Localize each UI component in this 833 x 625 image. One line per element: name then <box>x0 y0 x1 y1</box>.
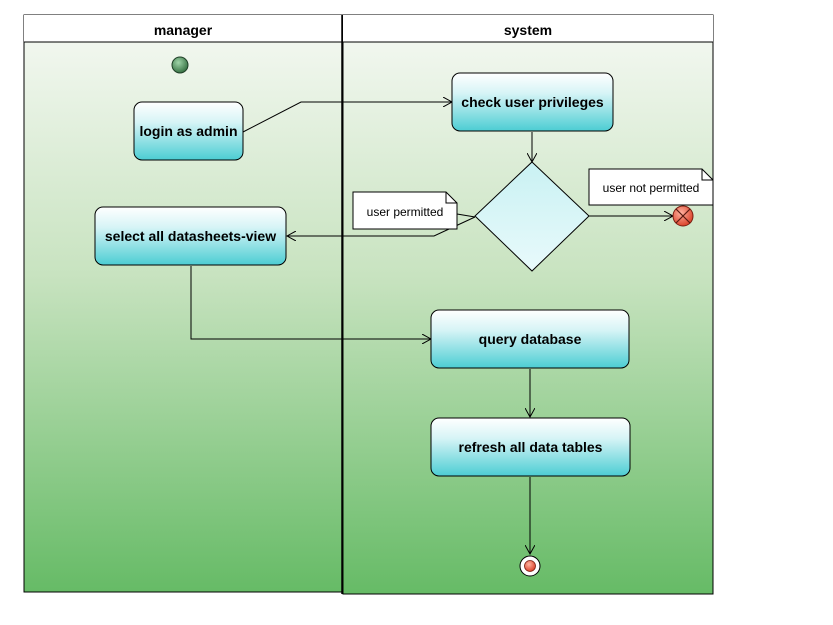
lane-manager-title: manager <box>154 22 213 38</box>
activity-refresh-data-tables[interactable]: refresh all data tables <box>430 417 631 477</box>
activity-check-user-privileges[interactable]: check user privileges <box>451 72 614 132</box>
activity-query-label: query database <box>479 331 582 347</box>
flow-final-node <box>672 205 694 227</box>
activity-refresh-label: refresh all data tables <box>459 439 603 455</box>
activity-check-label: check user privileges <box>461 94 604 110</box>
activity-select-label: select all datasheets-view <box>105 228 276 244</box>
flow-decision-to-select <box>287 216 476 236</box>
lane-system-title: system <box>504 22 552 38</box>
note-user-not-permitted: user not permitted <box>588 168 714 206</box>
note-user-permitted-text: user permitted <box>367 205 444 219</box>
flow-login-to-check <box>242 102 452 133</box>
activity-login-as-admin[interactable]: login as admin <box>133 101 244 161</box>
activity-final-node <box>519 555 541 577</box>
note-user-not-permitted-text: user not permitted <box>603 181 700 195</box>
note-user-permitted: user permitted <box>352 191 458 230</box>
flow-select-to-query <box>190 266 431 339</box>
activity-login-label: login as admin <box>139 123 237 139</box>
decision-node[interactable] <box>474 161 590 272</box>
activity-select-datasheets-view[interactable]: select all datasheets-view <box>94 206 287 266</box>
connectors <box>190 102 673 554</box>
initial-node <box>171 56 189 74</box>
activity-query-database[interactable]: query database <box>430 309 630 369</box>
note-anchor-permitted <box>456 213 476 218</box>
